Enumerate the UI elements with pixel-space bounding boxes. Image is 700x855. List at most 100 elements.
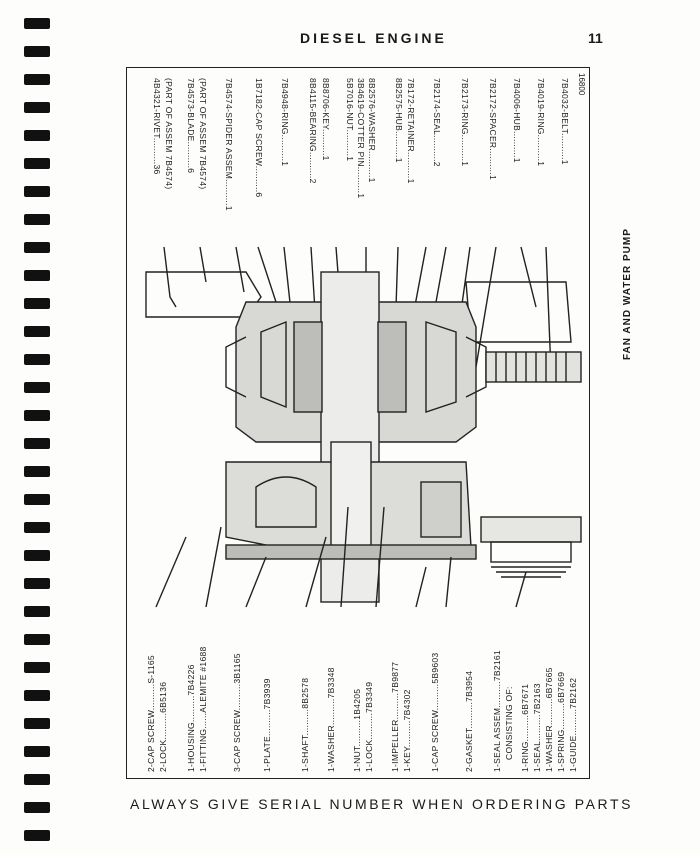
- leader-line: [545, 246, 552, 373]
- leader-line: [163, 246, 177, 308]
- leader-line: [305, 536, 327, 608]
- part-callout: 7B4573-BLADE..........6: [186, 78, 196, 174]
- leader-line: [155, 536, 187, 608]
- part-callout: 7B172-RETAINER..........1: [406, 78, 416, 184]
- part-callout: 1-GUIDE..........7B2162: [568, 677, 578, 772]
- leader-line: [283, 246, 292, 313]
- leader-line: [395, 246, 399, 308]
- part-callout: 7B4948-RING..........1: [280, 78, 290, 167]
- part-callout: 2-CAP SCREW..........S-1165: [146, 655, 156, 772]
- binding-hole: [24, 830, 50, 841]
- binding-hole: [24, 354, 50, 365]
- part-callout: 1B7182-CAP SCREW..........6: [254, 78, 264, 198]
- part-callout: 1-SPRING..........6B7669: [556, 671, 566, 772]
- part-callout: 7B2173-RING..........1: [460, 78, 470, 167]
- part-callout: 1-IMPELLER..........7B9877: [390, 661, 400, 772]
- leader-line: [445, 556, 452, 608]
- binding-hole: [24, 746, 50, 757]
- seal-assembly-detail: [480, 516, 582, 578]
- part-callout: 8B8706-KEY..........1: [321, 78, 331, 161]
- part-callout: 1-KEY..........7B4302: [402, 689, 412, 772]
- binding-hole: [24, 718, 50, 729]
- binding-hole: [24, 270, 50, 281]
- part-callout: 5B7016-NUT..........1: [345, 78, 355, 162]
- binding-hole: [24, 578, 50, 589]
- figure-frame: [126, 67, 590, 779]
- part-callout: 1-LOCK..........7B3349: [364, 681, 374, 772]
- leader-line: [475, 246, 497, 368]
- leader-line: [235, 246, 245, 293]
- binding-hole: [24, 522, 50, 533]
- part-callout: CONSISTING OF:: [504, 686, 514, 760]
- binding-hole: [24, 494, 50, 505]
- part-callout: 1-HOUSING..........7B4226: [186, 664, 196, 772]
- leader-line: [205, 526, 222, 608]
- part-callout: 8B4115-BEARING..........2: [308, 78, 318, 184]
- part-callout: 1-SEAL..........7B2163: [532, 683, 542, 772]
- fan-water-pump-drawing: [145, 246, 582, 608]
- part-callout: 2-GASKET..........7B3954: [464, 670, 474, 772]
- binding-hole: [24, 242, 50, 253]
- part-callout: 7B4019-RING..........1: [536, 78, 546, 167]
- leader-line: [245, 556, 267, 608]
- binding-hole: [24, 102, 50, 113]
- leader-line: [415, 566, 427, 608]
- part-callout: 7B2172-SPACER..........1: [488, 78, 498, 181]
- leader-line: [340, 506, 349, 608]
- part-callout: 1-FITTING......ALEMITE #1688: [198, 646, 208, 772]
- binding-hole: [24, 802, 50, 813]
- leader-line: [257, 246, 277, 303]
- part-callout: 1-WASHER..........7B3348: [326, 667, 336, 772]
- part-callout: 3B4619-COTTER PIN..........1: [356, 78, 366, 199]
- page-footer: ALWAYS GIVE SERIAL NUMBER WHEN ORDERING …: [130, 796, 634, 812]
- part-callout: 4B4321-RIVET..........36: [152, 78, 162, 175]
- binding-hole: [24, 18, 50, 29]
- binding-hole: [24, 186, 50, 197]
- part-callout: 1-PLATE..........7B3939: [262, 678, 272, 772]
- binding-hole: [24, 326, 50, 337]
- binding-hole: [24, 438, 50, 449]
- leader-line: [375, 506, 385, 608]
- part-callout: 1-SHAFT..........8B2578: [300, 677, 310, 772]
- part-callout: 7B2174-SEAL..........2: [432, 78, 442, 167]
- part-callout: 3-CAP SCREW..........3B1165: [232, 653, 242, 772]
- part-callout: 8B2575-HUB..........1: [394, 78, 404, 163]
- part-callout: (PART OF ASSEM 7B4574): [198, 78, 208, 190]
- binding-hole: [24, 690, 50, 701]
- part-callout: 7B4032-BELT..........1: [560, 78, 570, 165]
- binding-hole: [24, 634, 50, 645]
- binding-hole: [24, 662, 50, 673]
- part-callout: 8B2576-WASHER..........1: [367, 78, 377, 183]
- binding-hole: [24, 382, 50, 393]
- leader-line: [520, 246, 537, 308]
- part-callout: 1-NUT..........1B4205: [352, 688, 362, 772]
- leader-line: [515, 571, 527, 608]
- binding-hole: [24, 158, 50, 169]
- leader-line: [199, 246, 207, 283]
- binding-hole: [24, 298, 50, 309]
- belt: [485, 351, 582, 383]
- spiral-binding: [0, 0, 60, 855]
- part-callout: 1-SEAL ASSEM..........7B2161: [492, 650, 502, 772]
- figure-code: 16800: [577, 73, 586, 96]
- binding-hole: [24, 46, 50, 57]
- part-callout: 1-WASHER..........6B7665: [544, 667, 554, 772]
- part-callout: 7B4006-HUB..........1: [512, 78, 522, 163]
- page-number: 11: [588, 30, 603, 46]
- binding-hole: [24, 410, 50, 421]
- part-callout: 7B4574-SPIDER ASSEM..........1: [224, 78, 234, 211]
- part-callout: 2-LOCK..........6B5136: [158, 681, 168, 772]
- binding-hole: [24, 606, 50, 617]
- part-callout: 1-CAP SCREW..........5B9603: [430, 652, 440, 772]
- running-head: DIESEL ENGINE: [300, 30, 447, 46]
- part-callout: 1-RING..........6B7671: [520, 683, 530, 772]
- binding-hole: [24, 774, 50, 785]
- binding-hole: [24, 550, 50, 561]
- figure-title: FAN AND WATER PUMP: [622, 228, 633, 360]
- binding-hole: [24, 130, 50, 141]
- binding-hole: [24, 466, 50, 477]
- binding-hole: [24, 214, 50, 225]
- binding-hole: [24, 74, 50, 85]
- part-callout: (PART OF ASSEM 7B4574): [164, 78, 174, 190]
